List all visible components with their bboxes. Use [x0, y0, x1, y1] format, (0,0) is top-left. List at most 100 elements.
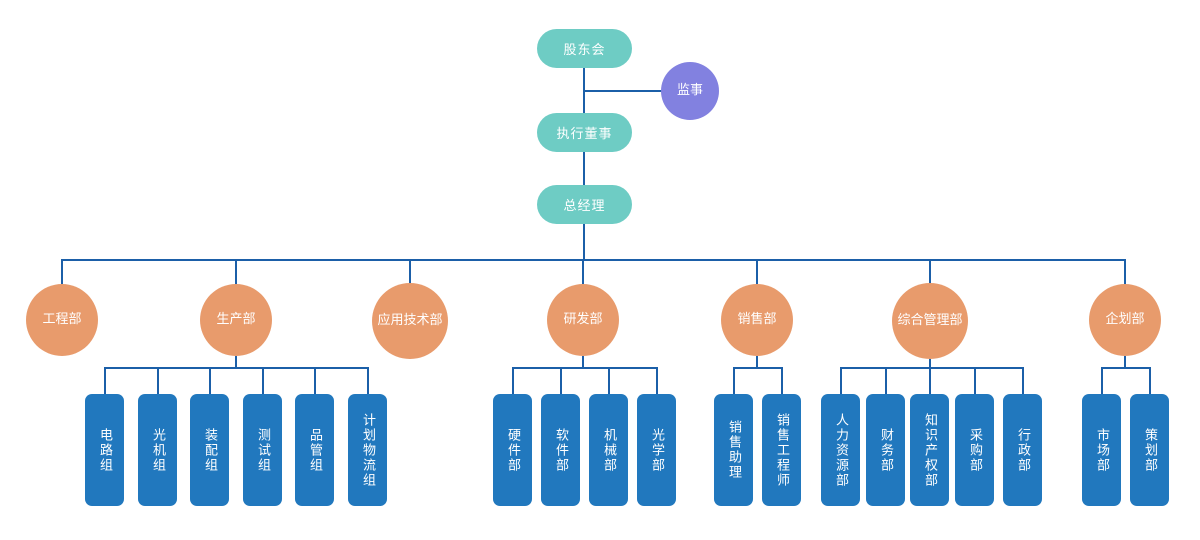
- node-production-label: 生产部: [216, 311, 256, 327]
- node-administration-dept-label: 行政部: [1015, 427, 1030, 473]
- node-optomech-group[interactable]: 光机组: [138, 394, 177, 506]
- node-executive-director-label: 执行董事: [556, 127, 613, 142]
- node-rd[interactable]: 研发部: [547, 284, 619, 356]
- connector-production-to-test-group: [262, 367, 264, 394]
- connector-bus-to-production: [235, 259, 237, 284]
- connector-planning-bus: [1101, 367, 1151, 369]
- node-marketing-dept[interactable]: 市场部: [1082, 394, 1121, 506]
- connector-gm-to-hr-dept: [840, 367, 842, 394]
- node-general-manager-label: 总经理: [563, 199, 606, 214]
- node-procurement-dept-label: 采购部: [967, 427, 982, 473]
- connector-planning-to-marketing-dept: [1101, 367, 1103, 394]
- node-sales[interactable]: 销售部: [721, 284, 793, 356]
- node-optics-dept[interactable]: 光学部: [637, 394, 676, 506]
- connector-production-stem: [235, 356, 237, 367]
- connector-gm-to-bus: [583, 224, 585, 260]
- connector-general-management-bus: [840, 367, 1024, 369]
- node-procurement-dept[interactable]: 采购部: [955, 394, 994, 506]
- connector-bus-to-engineering: [61, 259, 63, 284]
- node-engineering[interactable]: 工程部: [26, 284, 98, 356]
- connector-gm-to-finance-dept: [885, 367, 887, 394]
- node-assembly-group[interactable]: 装配组: [190, 394, 229, 506]
- connector-planning-to-strategy-dept: [1149, 367, 1151, 394]
- connector-bus-to-rd: [582, 259, 584, 284]
- node-engineering-label: 工程部: [42, 311, 82, 327]
- connector-rd-bus: [512, 367, 658, 369]
- node-production[interactable]: 生产部: [200, 284, 272, 356]
- node-finance-dept-label: 财务部: [878, 427, 893, 473]
- connector-sales-stem: [756, 356, 758, 367]
- node-shareholders-label: 股东会: [563, 43, 606, 58]
- node-hr-dept[interactable]: 人力资源部: [821, 394, 860, 506]
- node-hardware-dept-label: 硬件部: [505, 427, 520, 473]
- node-application-technology-label: 应用技术部: [377, 312, 443, 328]
- connector-executive-to-gm: [583, 152, 585, 185]
- node-mechanical-dept[interactable]: 机械部: [589, 394, 628, 506]
- connector-production-bus: [104, 367, 369, 369]
- node-hardware-dept[interactable]: 硬件部: [493, 394, 532, 506]
- node-sales-engineer-label: 销售工程师: [774, 412, 789, 488]
- node-software-dept-label: 软件部: [553, 427, 568, 473]
- node-planning-label: 企划部: [1105, 311, 1145, 327]
- connector-rd-to-optics-dept: [656, 367, 658, 394]
- node-general-management-label: 综合管理部: [897, 312, 963, 328]
- connector-bus-to-sales: [756, 259, 758, 284]
- node-rd-label: 研发部: [563, 311, 603, 327]
- node-sales-assistant-label: 销售助理: [726, 420, 741, 480]
- connector-production-to-circuit-group: [104, 367, 106, 394]
- node-general-manager[interactable]: 总经理: [537, 185, 632, 224]
- node-strategy-dept[interactable]: 策划部: [1130, 394, 1169, 506]
- node-test-group[interactable]: 测试组: [243, 394, 282, 506]
- node-test-group-label: 测试组: [255, 427, 270, 473]
- node-supervisor[interactable]: 监事: [661, 62, 719, 120]
- connector-general-management-stem: [929, 358, 931, 367]
- node-qc-group-label: 品管组: [307, 427, 322, 473]
- connector-to-supervisor: [583, 90, 663, 92]
- node-optomech-group-label: 光机组: [150, 427, 165, 473]
- node-sales-assistant[interactable]: 销售助理: [714, 394, 753, 506]
- main-department-bus: [61, 259, 1126, 261]
- connector-rd-stem: [582, 356, 584, 367]
- node-sales-engineer[interactable]: 销售工程师: [762, 394, 801, 506]
- node-optics-dept-label: 光学部: [649, 427, 664, 473]
- connector-sales-to-sales-assistant: [733, 367, 735, 394]
- node-mechanical-dept-label: 机械部: [601, 427, 616, 473]
- connector-bus-to-application-technology: [409, 259, 411, 284]
- node-circuit-group-label: 电路组: [97, 427, 112, 473]
- connector-planning-stem: [1124, 356, 1126, 367]
- node-general-management[interactable]: 综合管理部: [892, 283, 968, 359]
- node-hr-dept-label: 人力资源部: [833, 412, 848, 488]
- node-marketing-dept-label: 市场部: [1094, 427, 1109, 473]
- node-software-dept[interactable]: 软件部: [541, 394, 580, 506]
- node-planning[interactable]: 企划部: [1089, 284, 1161, 356]
- connector-sales-to-sales-engineer: [781, 367, 783, 394]
- node-finance-dept[interactable]: 财务部: [866, 394, 905, 506]
- connector-gm-to-ip-dept: [929, 367, 931, 394]
- node-sales-label: 销售部: [737, 311, 777, 327]
- node-strategy-dept-label: 策划部: [1142, 427, 1157, 473]
- connector-sales-bus: [733, 367, 783, 369]
- connector-bus-to-planning: [1124, 259, 1126, 284]
- connector-rd-to-software-dept: [560, 367, 562, 394]
- node-shareholders[interactable]: 股东会: [537, 29, 632, 68]
- node-qc-group[interactable]: 品管组: [295, 394, 334, 506]
- connector-production-to-assembly-group: [209, 367, 211, 394]
- node-ip-dept[interactable]: 知识产权部: [910, 394, 949, 506]
- node-executive-director[interactable]: 执行董事: [537, 113, 632, 152]
- connector-gm-to-administration-dept: [1022, 367, 1024, 394]
- node-administration-dept[interactable]: 行政部: [1003, 394, 1042, 506]
- connector-production-to-planning-logistics-group: [367, 367, 369, 394]
- connector-production-to-qc-group: [314, 367, 316, 394]
- node-planning-logistics-group-label: 计划物流组: [360, 412, 375, 488]
- node-supervisor-label: 监事: [676, 82, 703, 98]
- connector-gm-to-procurement-dept: [974, 367, 976, 394]
- node-circuit-group[interactable]: 电路组: [85, 394, 124, 506]
- node-assembly-group-label: 装配组: [202, 427, 217, 473]
- connector-production-to-optomech-group: [157, 367, 159, 394]
- connector-rd-to-mechanical-dept: [608, 367, 610, 394]
- node-planning-logistics-group[interactable]: 计划物流组: [348, 394, 387, 506]
- connector-bus-to-general-management: [929, 259, 931, 284]
- node-application-technology[interactable]: 应用技术部: [372, 283, 448, 359]
- connector-rd-to-hardware-dept: [512, 367, 514, 394]
